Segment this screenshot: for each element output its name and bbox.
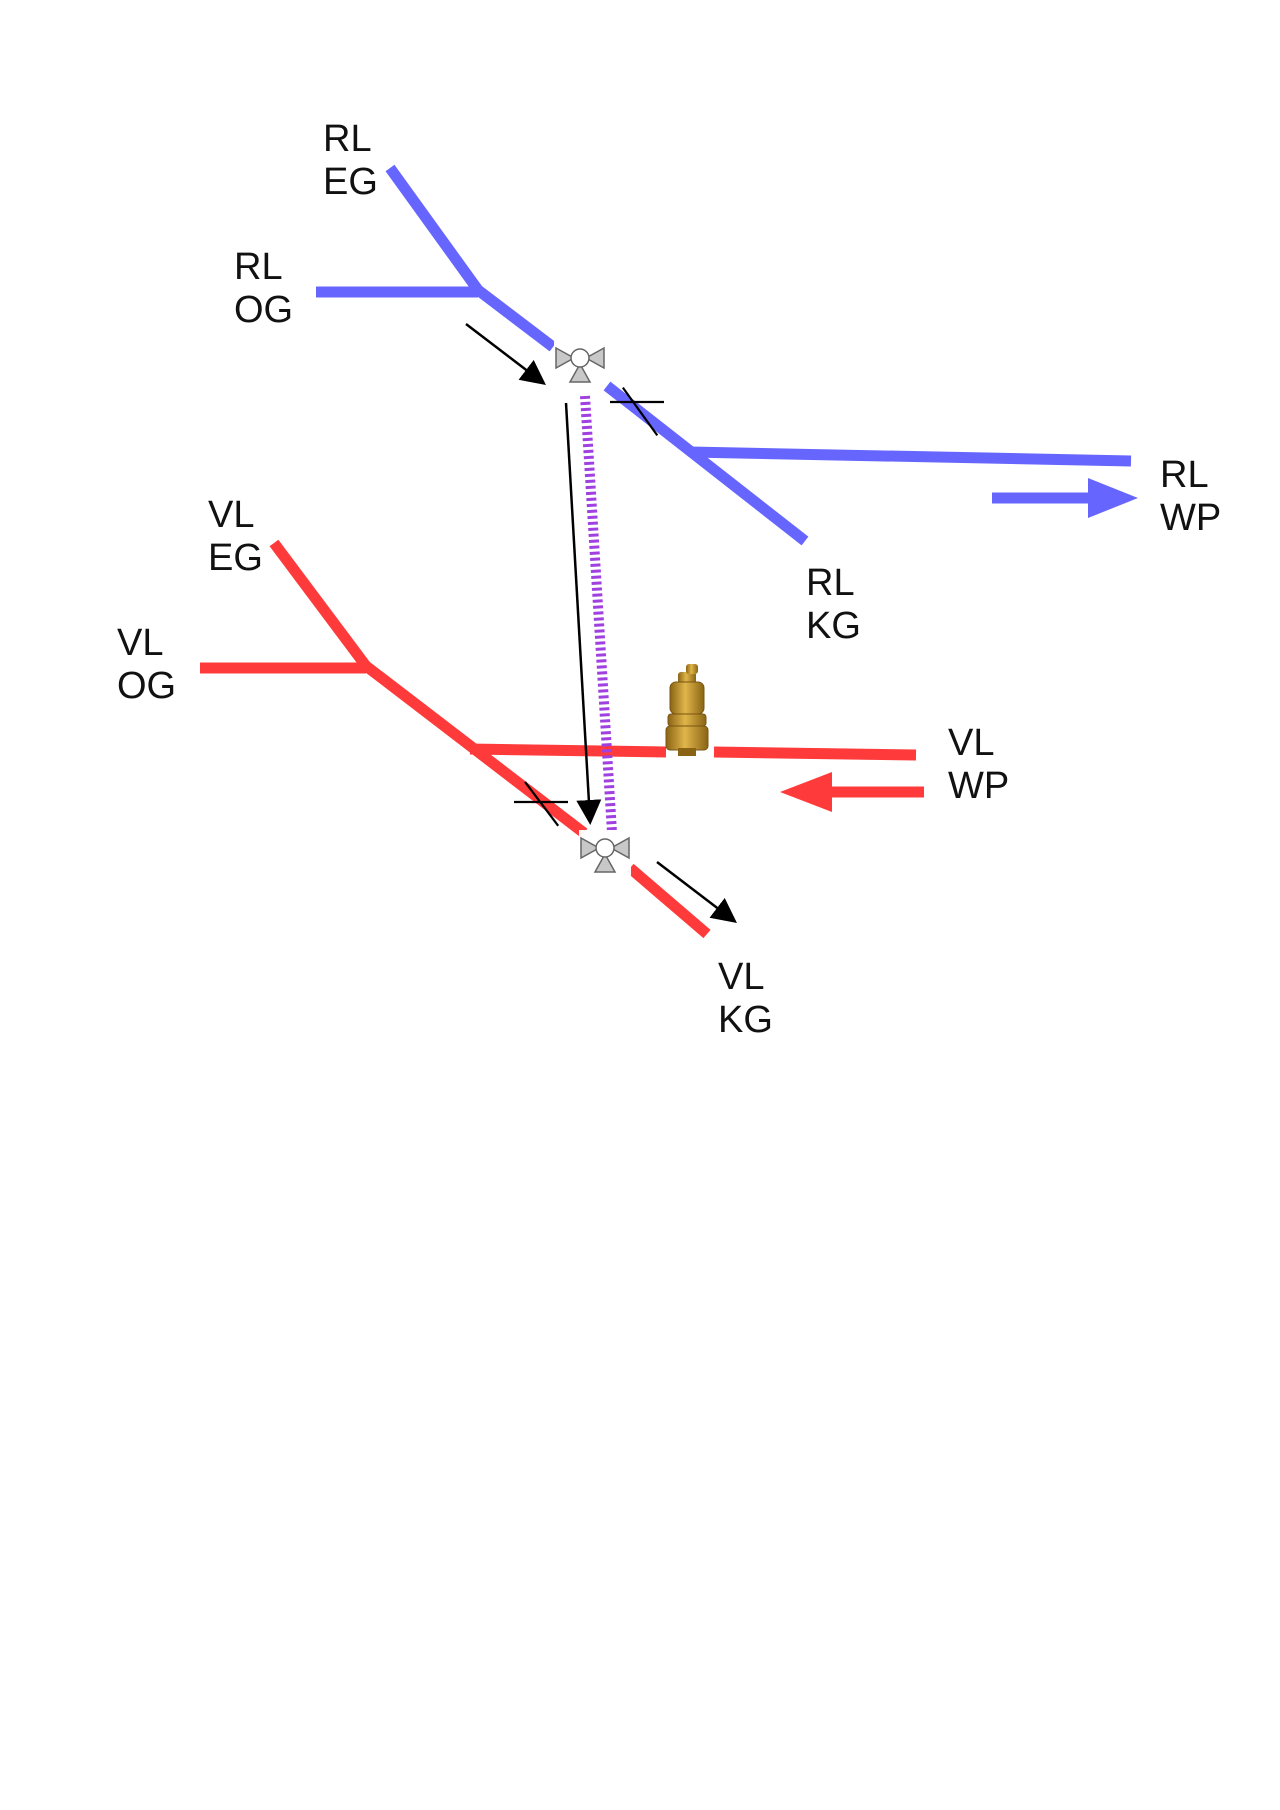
cross-mark-icon xyxy=(610,387,664,437)
vl-wp-flow-arrow xyxy=(780,772,924,812)
label-rl-og: RL OG xyxy=(234,246,294,331)
vl-main-to-kg xyxy=(626,863,711,939)
air-vent-icon xyxy=(665,664,709,756)
return-lines xyxy=(316,164,1132,546)
rl-flow-arrow xyxy=(465,323,546,386)
label-rl-eg: RL EG xyxy=(323,118,378,203)
three-way-valve-icon xyxy=(554,340,606,386)
label-rl-kg: RL KG xyxy=(806,562,861,647)
supply-lines xyxy=(200,539,917,939)
bypass-flow-arrow xyxy=(564,402,602,825)
rl-wp-pipe xyxy=(689,446,1132,467)
label-rl-wp: RL WP xyxy=(1160,454,1222,539)
rl-eg-pipe xyxy=(385,164,483,294)
rl-wp-flow-arrow xyxy=(992,478,1138,518)
rl-main-to-kg xyxy=(603,381,809,546)
vl-kg-flow-arrow xyxy=(656,861,737,924)
label-vl-og: VL OG xyxy=(117,622,177,707)
three-way-valve-icon xyxy=(579,830,631,876)
label-vl-kg: VL KG xyxy=(718,956,773,1041)
vl-wp-pipe-left xyxy=(469,743,667,758)
bypass-pipe xyxy=(580,395,617,833)
rl-main-to-valve xyxy=(474,285,557,352)
vl-eg-pipe xyxy=(269,539,371,670)
label-vl-eg: VL EG xyxy=(208,494,263,579)
label-vl-wp: VL WP xyxy=(948,722,1010,807)
cross-mark-icon xyxy=(514,781,568,827)
vl-wp-pipe-right xyxy=(713,746,917,761)
